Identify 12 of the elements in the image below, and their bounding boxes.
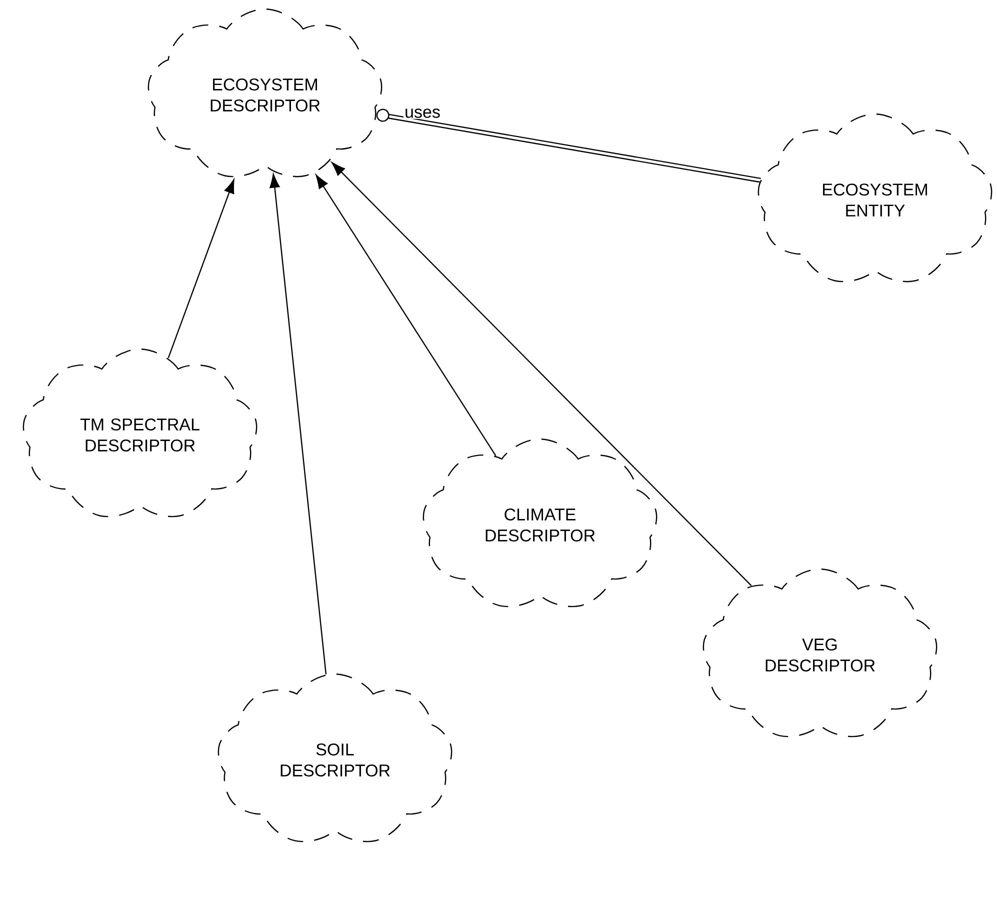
arrow (316, 174, 496, 456)
class-cloud: ECOSYSTEM ENTITY (758, 113, 992, 282)
class-cloud: CLIMATE DESCRIPTOR (422, 438, 658, 608)
class-cloud: TM SPECTRAL DESCRIPTOR (22, 348, 258, 518)
class-cloud: ECOSYSTEM DESCRIPTOR (148, 8, 382, 178)
class-cloud: VEG DESCRIPTOR (702, 568, 938, 738)
edge-label: uses (404, 108, 442, 119)
class-cloud: SOIL DESCRIPTOR (218, 673, 452, 842)
arrow (168, 179, 234, 358)
arrow (270, 174, 327, 674)
arrow (332, 162, 752, 586)
uses-connector (376, 108, 761, 183)
